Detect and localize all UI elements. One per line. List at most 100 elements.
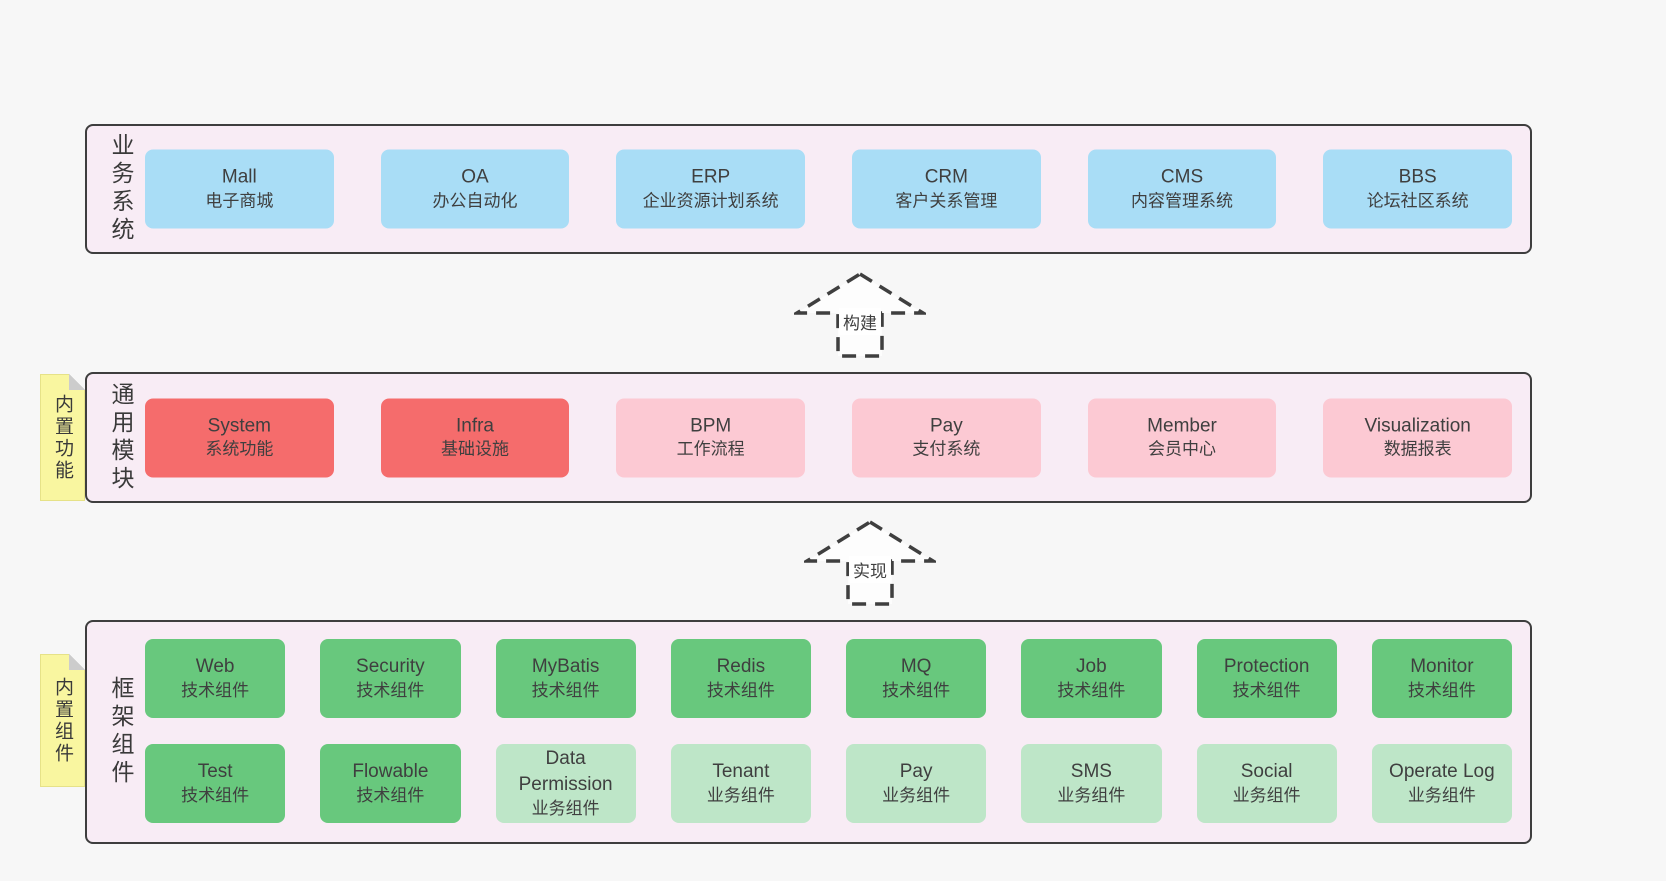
sticky-note-built-in-features: 内置功能 (40, 374, 85, 501)
box-subtitle: 支付系统 (912, 439, 981, 459)
box-redis: Redis 技术组件 (670, 639, 811, 718)
box-flowable: Flowable 技术组件 (320, 744, 461, 823)
arrow-build-label: 构建 (839, 308, 881, 335)
box-web: Web 技术组件 (145, 639, 286, 718)
box-title: Security (356, 656, 425, 678)
box-subtitle: 技术组件 (1407, 680, 1476, 700)
box-subtitle: 技术组件 (1232, 680, 1301, 700)
box-title: Test (197, 761, 233, 783)
box-title: OA (461, 166, 489, 188)
box-erp: ERP 企业资源计划系统 (616, 149, 806, 229)
box-title: Mall (221, 166, 257, 188)
box-subtitle: 业务组件 (1057, 785, 1126, 805)
box-title: BBS (1398, 166, 1437, 188)
box-title: Member (1147, 415, 1217, 437)
box-bbs: BBS 论坛社区系统 (1323, 149, 1513, 229)
box-subtitle: 技术组件 (706, 680, 775, 700)
note-fold-corner-icon (69, 374, 85, 390)
box-title: SMS (1070, 761, 1112, 783)
box-bpm: BPM 工作流程 (616, 398, 806, 477)
box-title: Protection (1223, 656, 1310, 678)
box-title: Web (195, 656, 235, 678)
box-cms: CMS 内容管理系统 (1087, 149, 1277, 229)
box-title: Pay (899, 761, 933, 783)
box-crm: CRM 客户关系管理 (852, 149, 1041, 229)
note-text: 内置功能 (52, 393, 73, 482)
arrow-implement-label: 实现 (849, 556, 891, 583)
box-subtitle: 基础设施 (441, 439, 509, 459)
box-operate-log: Operate Log 业务组件 (1371, 744, 1512, 823)
box-job: Job 技术组件 (1021, 639, 1162, 718)
box-subtitle: 业务组件 (706, 785, 775, 805)
box-visualization: Visualization 数据报表 (1323, 398, 1513, 477)
box-social: Social 业务组件 (1196, 744, 1337, 823)
box-member: Member 会员中心 (1087, 398, 1277, 477)
box-subtitle: 技术组件 (181, 680, 250, 700)
box-mall: Mall 电子商城 (145, 149, 334, 229)
box-monitor: Monitor 技术组件 (1371, 639, 1512, 718)
box-sms: SMS 业务组件 (1021, 744, 1162, 823)
box-subtitle: 技术组件 (531, 680, 600, 700)
business-boxes-row: Mall 电子商城 OA 办公自动化 ERP 企业资源计划系统 CRM 客户关系… (145, 149, 1513, 229)
box-subtitle: 电子商城 (205, 191, 274, 211)
box-title: Tenant (712, 761, 770, 783)
box-infra: Infra 基础设施 (380, 398, 570, 477)
box-pay: Pay 支付系统 (852, 398, 1041, 477)
box-title: CMS (1160, 166, 1204, 188)
box-title: Operate Log (1389, 761, 1495, 783)
box-subtitle: 系统功能 (205, 439, 274, 459)
section-business-systems: 业务系统 Mall 电子商城 OA 办公自动化 ERP 企业资源计划系统 CRM… (85, 124, 1532, 254)
box-title: Visualization (1364, 415, 1471, 437)
box-title: Social (1240, 761, 1293, 783)
box-subtitle: 技术组件 (882, 680, 951, 700)
box-title: MyBatis (531, 656, 600, 678)
box-title: Job (1076, 656, 1107, 678)
box-subtitle: 工作流程 (676, 439, 745, 459)
arrow-build: 构建 (790, 271, 930, 359)
component-row-biz: Test 技术组件 Flowable 技术组件 Data Permission … (145, 744, 1512, 823)
box-title: Monitor (1410, 656, 1474, 678)
component-row-tech: Web 技术组件 Security 技术组件 MyBatis 技术组件 Redi… (145, 639, 1512, 718)
box-system: System 系统功能 (145, 398, 334, 477)
section-common-modules: 通用模块 System 系统功能 Infra 基础设施 BPM 工作流程 Pay… (85, 372, 1532, 503)
box-subtitle: 业务组件 (531, 798, 600, 818)
box-subtitle: 技术组件 (356, 785, 425, 805)
box-subtitle: 客户关系管理 (895, 191, 998, 211)
module-boxes-row: System 系统功能 Infra 基础设施 BPM 工作流程 Pay 支付系统… (145, 398, 1513, 477)
box-title: BPM (690, 415, 732, 437)
box-subtitle: 技术组件 (181, 785, 250, 805)
box-title: Pay (929, 415, 963, 437)
box-title: Data Permission (518, 748, 613, 796)
box-subtitle: 技术组件 (356, 680, 425, 700)
box-mq: MQ 技术组件 (846, 639, 987, 718)
sticky-note-built-in-components: 内置组件 (40, 654, 85, 787)
box-subtitle: 企业资源计划系统 (642, 191, 779, 211)
section-framework-components: 框架组件 Web 技术组件 Security 技术组件 MyBatis 技术组件… (85, 620, 1532, 844)
box-mybatis: MyBatis 技术组件 (495, 639, 636, 718)
box-protection: Protection 技术组件 (1196, 639, 1337, 718)
section-business-label: 业务系统 (108, 133, 134, 245)
box-security: Security 技术组件 (320, 639, 461, 718)
box-test: Test 技术组件 (145, 744, 286, 823)
box-title: Redis (716, 656, 766, 678)
box-pay-biz: Pay 业务组件 (846, 744, 987, 823)
box-subtitle: 业务组件 (1232, 785, 1301, 805)
box-data-permission: Data Permission 业务组件 (495, 744, 636, 823)
box-title: ERP (691, 166, 731, 188)
note-text: 内置组件 (52, 676, 73, 765)
box-subtitle: 数据报表 (1383, 439, 1452, 459)
box-subtitle: 办公自动化 (432, 191, 518, 211)
box-subtitle: 论坛社区系统 (1366, 191, 1469, 211)
box-oa: OA 办公自动化 (380, 149, 570, 229)
box-subtitle: 会员中心 (1148, 439, 1217, 459)
note-fold-corner-icon (69, 654, 85, 670)
box-title: System (207, 415, 272, 437)
box-title: Infra (455, 415, 495, 437)
box-title: CRM (924, 166, 968, 188)
component-rows: Web 技术组件 Security 技术组件 MyBatis 技术组件 Redi… (145, 639, 1512, 823)
box-subtitle: 技术组件 (1057, 680, 1126, 700)
box-title: Flowable (352, 761, 429, 783)
section-modules-label: 通用模块 (108, 381, 134, 494)
box-tenant: Tenant 业务组件 (670, 744, 811, 823)
